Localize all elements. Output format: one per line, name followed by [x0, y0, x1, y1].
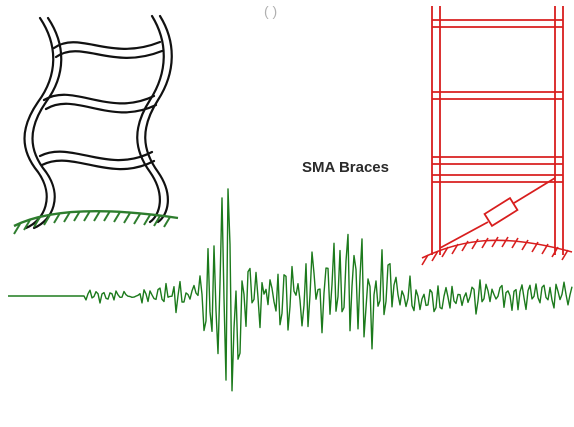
sma-brace-upper-segment [513, 177, 556, 204]
deformed-frame-beam-1-bottom [54, 49, 164, 59]
deformed-frame-left-column-inner [31, 16, 63, 230]
top-fragment-text: ( ) [264, 3, 277, 19]
braced-ground-hatch-marks [421, 236, 569, 266]
deformed-frame-left-column-outer [23, 16, 55, 230]
deformed-frame [23, 14, 173, 230]
sma-brace-device [483, 196, 519, 228]
sma-brace-lower-segment [439, 221, 489, 249]
braced-ground-line [421, 239, 573, 259]
seismic-record-trace [8, 188, 573, 392]
deformed-frame-beam-1-top [52, 40, 162, 50]
deformed-frame-beam-2-bottom [44, 102, 158, 114]
braced-frame [431, 6, 564, 255]
braced-frame-ground [421, 236, 573, 266]
ground-line [13, 210, 179, 228]
deformed-frame-ground [13, 210, 179, 235]
deformed-frame-right-column-outer [136, 14, 165, 224]
ground-hatch-marks [13, 210, 171, 235]
deformed-frame-right-column-inner [144, 14, 173, 224]
deformed-frame-beam-2-top [42, 93, 156, 105]
deformed-frame-beam-3-bottom [40, 159, 156, 171]
deformed-frame-beam-3-top [38, 150, 154, 162]
sma-braces-label: SMA Braces [302, 159, 389, 176]
